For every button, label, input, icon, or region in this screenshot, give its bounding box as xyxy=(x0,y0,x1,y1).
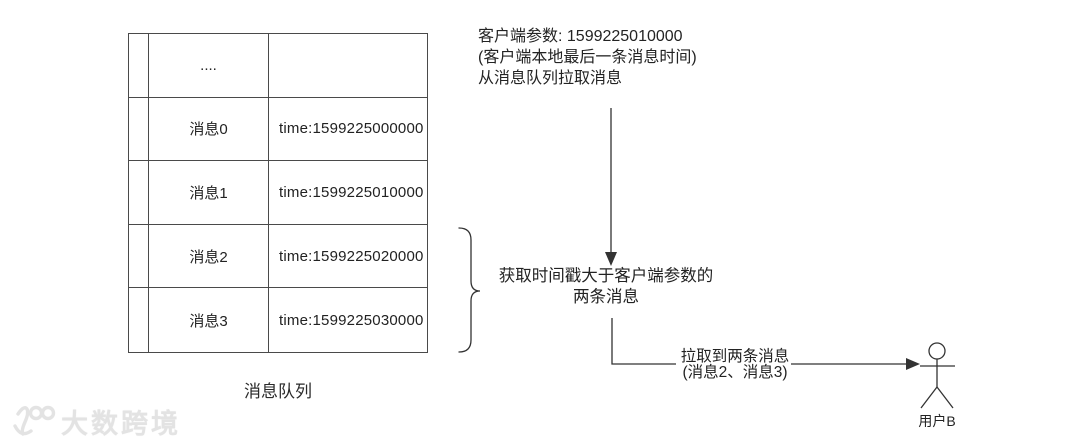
queue-cell-time: time:1599225000000 xyxy=(269,98,427,162)
client-param-note: 客户端参数: 1599225010000 (客户端本地最后一条消息时间) 从消息… xyxy=(478,26,697,89)
down-arrow-icon xyxy=(605,108,617,266)
queue-cell-message: 消息0 xyxy=(149,97,269,162)
queue-cell-time: time:1599225010000 xyxy=(269,161,427,225)
fetch-note-line2: 两条消息 xyxy=(573,288,639,306)
queue-cell-time: time:1599225030000 xyxy=(279,311,424,329)
queue-cell-index xyxy=(129,97,149,162)
client-param-line3: 从消息队列拉取消息 xyxy=(478,70,623,87)
fetch-note-line1: 获取时间戳大于客户端参数的 xyxy=(498,267,714,285)
queue-cell-message: 消息3 xyxy=(149,288,269,352)
watermark: 大数跨境 xyxy=(8,400,181,442)
queue-caption: 消息队列 xyxy=(244,382,312,401)
watermark-logo-icon xyxy=(13,405,56,436)
client-param-line2: (客户端本地最后一条消息时间) xyxy=(478,49,697,66)
queue-cell-index xyxy=(129,288,149,352)
pull-result-line2: (消息2、消息3) xyxy=(682,364,788,381)
queue-cell-time xyxy=(269,34,427,98)
queue-cell-message: .... xyxy=(149,34,269,98)
user-stick-figure-icon xyxy=(920,342,955,409)
queue-cell-message: 消息1 xyxy=(149,161,269,225)
pull-result-line1: 拉取到两条消息 xyxy=(680,348,790,365)
curly-brace-icon xyxy=(458,227,481,353)
client-param-line1: 客户端参数: 1599225010000 xyxy=(478,28,683,45)
queue-cell-index xyxy=(129,224,149,289)
queue-cell-time: time:1599225020000 xyxy=(269,225,427,289)
queue-cell-index xyxy=(129,34,149,98)
fetch-note: 获取时间戳大于客户端参数的 两条消息 xyxy=(481,266,731,308)
queue-cell-message: 消息2 xyxy=(149,224,269,289)
message-queue-table: .... 消息0 time:1599225000000 消息1 time:159… xyxy=(128,33,428,353)
pull-result-label: 拉取到两条消息 (消息2、消息3) xyxy=(650,349,820,381)
watermark-text: 大数跨境 xyxy=(61,408,181,439)
queue-cell-index xyxy=(129,161,149,225)
user-b-label: 用户B xyxy=(918,413,956,429)
